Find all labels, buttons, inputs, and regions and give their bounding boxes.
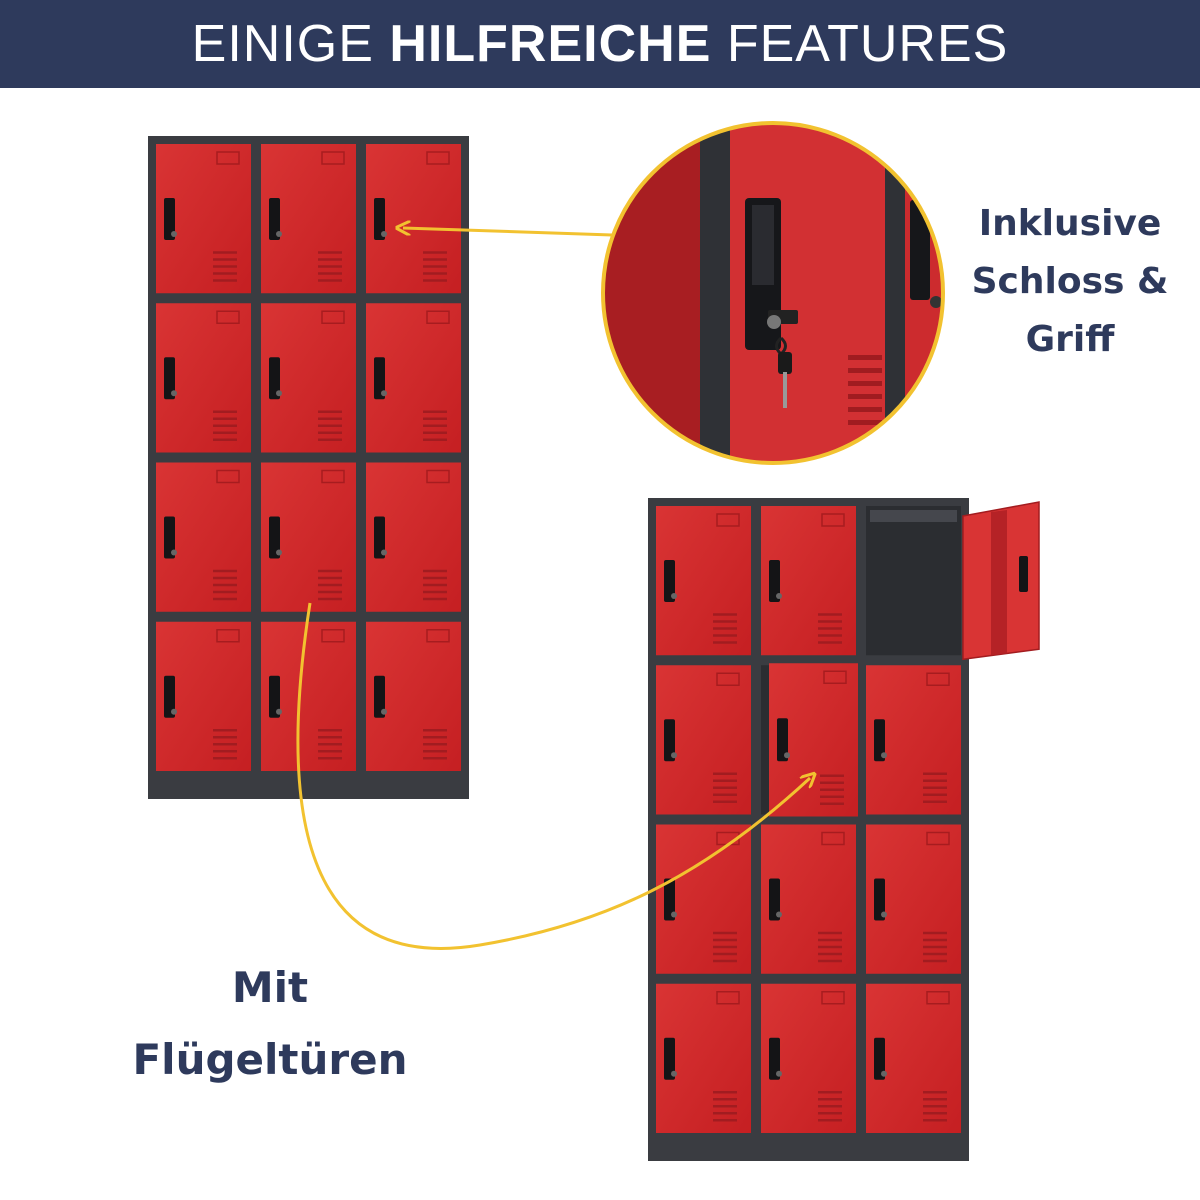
lock-icon — [874, 878, 885, 921]
lock-icon — [769, 1037, 780, 1080]
locker-door — [156, 303, 251, 453]
lock-icon — [269, 198, 280, 240]
lock-icon — [374, 357, 385, 400]
locker-door — [866, 983, 961, 1133]
banner-title: EINIGE HILFREICHE FEATURES — [191, 15, 1009, 73]
locker-door — [261, 144, 356, 294]
arrow-to-lock — [403, 228, 613, 237]
locker-door — [656, 506, 751, 656]
door-feature-label: Mit Flügeltüren — [132, 963, 408, 1084]
locker-door — [261, 621, 356, 771]
locker-door — [366, 144, 461, 294]
key-icon — [778, 352, 792, 374]
locker-cabinet-closed — [148, 136, 469, 799]
lock-icon — [777, 718, 788, 762]
locker-door — [656, 665, 751, 815]
locker-door — [261, 303, 356, 453]
locker-door — [656, 983, 751, 1133]
locker-door — [366, 621, 461, 771]
lock-icon — [164, 198, 175, 240]
locker-door — [261, 462, 356, 612]
open-compartment — [866, 506, 961, 656]
swing-door-ajar — [769, 663, 858, 817]
lock-icon — [664, 719, 675, 762]
locker-door — [156, 621, 251, 771]
locker-door — [366, 462, 461, 612]
lock-icon — [769, 560, 780, 602]
locker-door — [156, 462, 251, 612]
lock-feature-label: Inklusive Schloss & Griff — [971, 203, 1169, 360]
lock-icon — [164, 516, 175, 559]
lock-icon — [269, 516, 280, 559]
lock-icon — [269, 357, 280, 400]
locker-door — [866, 824, 961, 974]
lock-icon — [874, 719, 885, 762]
locker-door — [866, 665, 961, 815]
lock-icon — [374, 516, 385, 559]
lock-icon — [374, 675, 385, 718]
arrow-to-door — [296, 602, 810, 950]
lock-icon — [164, 675, 175, 718]
locker-door — [761, 983, 856, 1133]
lock-icon — [664, 878, 675, 921]
locker-door — [656, 824, 751, 974]
lock-icon — [164, 357, 175, 400]
swing-door-open — [962, 501, 1040, 661]
locker-door — [156, 144, 251, 294]
locker-door — [761, 824, 856, 974]
locker-door — [761, 506, 856, 656]
lock-icon — [769, 878, 780, 921]
lock-icon — [374, 198, 385, 240]
locker-cabinet-open — [648, 498, 1040, 1161]
lock-icon — [269, 675, 280, 718]
lock-zoom-lens — [601, 121, 945, 465]
lock-icon — [874, 1037, 885, 1080]
lock-icon — [664, 560, 675, 602]
lock-icon — [664, 1037, 675, 1080]
header-banner: EINIGE HILFREICHE FEATURES — [0, 0, 1200, 88]
locker-door — [366, 303, 461, 453]
